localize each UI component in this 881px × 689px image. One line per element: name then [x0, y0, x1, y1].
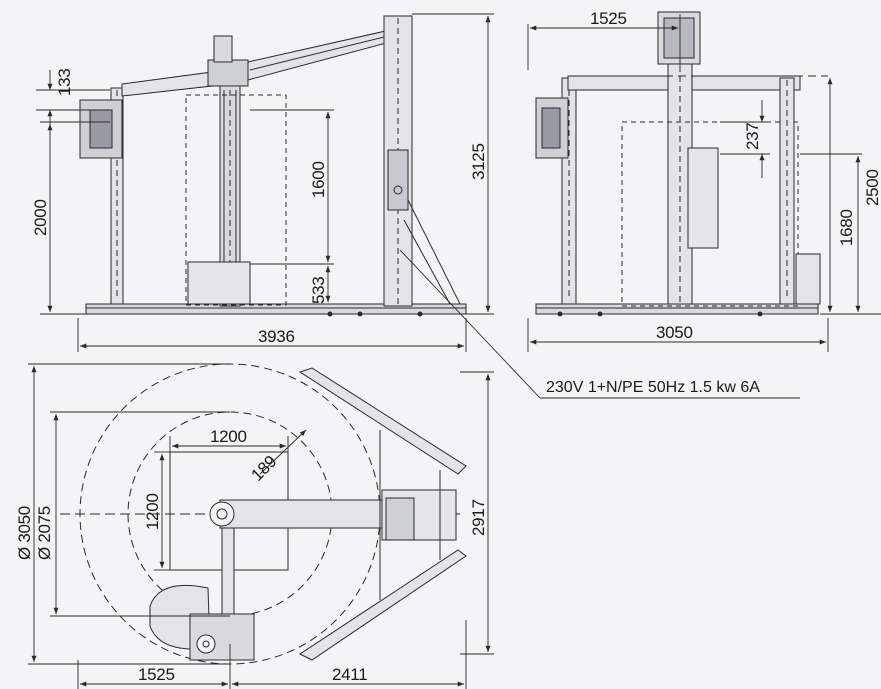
dim-plan-diameter-3050: Ø 3050 — [15, 506, 34, 560]
side-view — [535, 11, 828, 317]
dim-front-133: 133 — [55, 69, 74, 96]
dim-plan-1200-vertical: 1200 — [143, 493, 162, 530]
dim-plan-2917: 2917 — [469, 499, 488, 536]
dim-side-3050: 3050 — [656, 323, 693, 342]
dim-plan-1525: 1525 — [138, 665, 175, 684]
dim-side-2500: 2500 — [863, 169, 881, 206]
dim-plan-189: 189 — [247, 452, 280, 485]
side-dimension-lines — [527, 14, 881, 352]
dim-front-3125: 3125 — [469, 143, 488, 180]
dim-front-533: 533 — [309, 277, 328, 304]
front-dimension-lines — [36, 13, 494, 352]
power-specification-note: 230V 1+N/PE 50Hz 1.5 kw 6A — [546, 379, 760, 396]
dim-side-1525: 1525 — [590, 9, 627, 28]
dim-front-1600: 1600 — [309, 161, 328, 198]
dim-front-3936: 3936 — [258, 327, 295, 346]
dim-plan-diameter-2075: Ø 2075 — [35, 506, 54, 560]
plan-dimension-lines — [28, 363, 494, 689]
plan-view — [60, 363, 467, 665]
front-view — [79, 15, 467, 317]
dim-side-237: 237 — [743, 123, 762, 150]
dim-front-2000: 2000 — [31, 199, 50, 236]
dim-side-1680: 1680 — [837, 209, 856, 246]
power-note-leader — [399, 249, 800, 399]
dim-plan-1200-horizontal: 1200 — [210, 427, 247, 446]
dim-plan-2411: 2411 — [332, 665, 367, 684]
